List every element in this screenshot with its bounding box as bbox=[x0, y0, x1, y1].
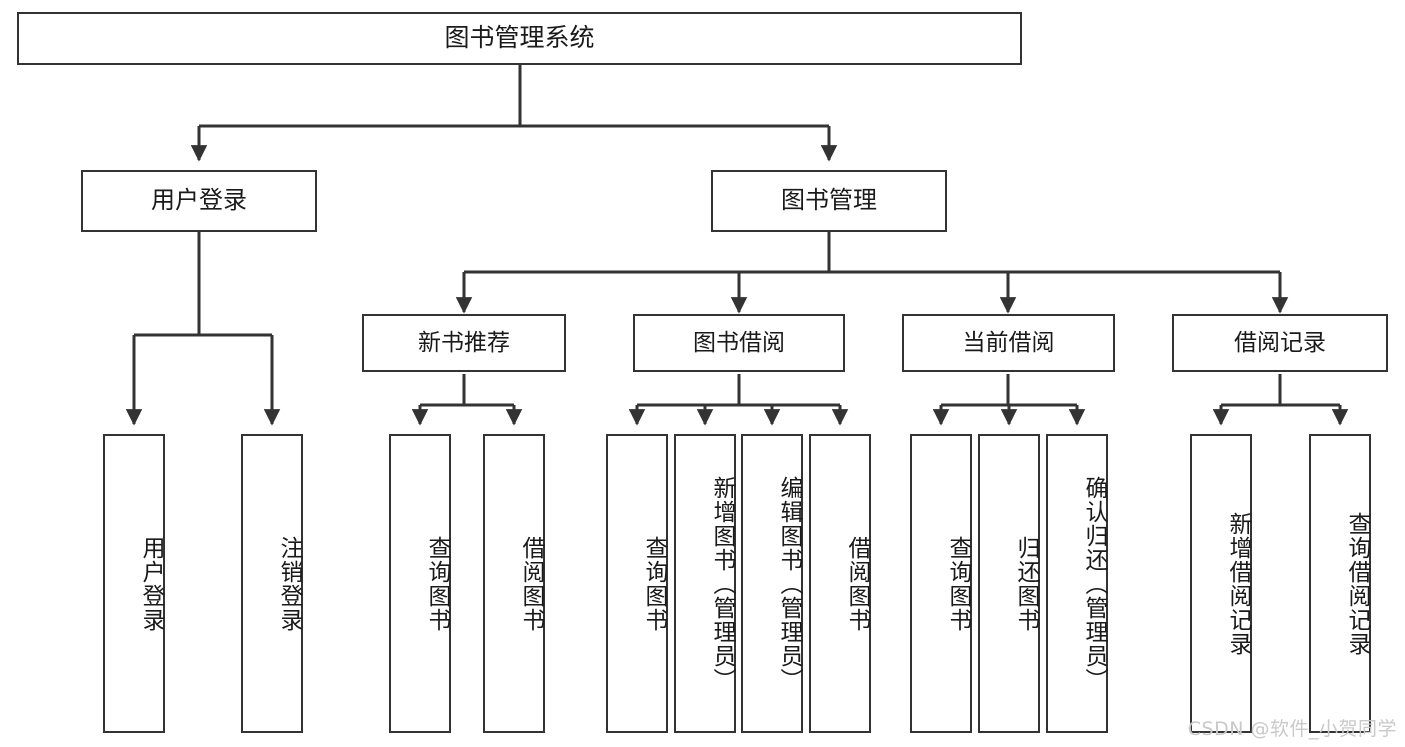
leaf-logout[interactable]: 注销登录 bbox=[241, 434, 303, 733]
node-book-borrow[interactable]: 图书借阅 bbox=[633, 314, 845, 372]
node-user-login[interactable]: 用户登录 bbox=[81, 170, 317, 232]
leaf-query-book-current[interactable]: 查询图书 bbox=[910, 434, 972, 733]
leaf-query-borrow-record[interactable]: 查询借阅记录 bbox=[1309, 434, 1371, 733]
leaf-add-borrow-record[interactable]: 新增借阅记录 bbox=[1190, 434, 1252, 733]
leaf-edit-book-admin[interactable]: 编辑图书（管理员） bbox=[741, 434, 803, 733]
node-current-borrow[interactable]: 当前借阅 bbox=[902, 314, 1115, 372]
csdn-watermark: CSDN @软件_小贺同学 bbox=[1187, 718, 1397, 740]
leaf-return-book[interactable]: 归还图书 bbox=[978, 434, 1040, 733]
leaf-add-book-admin[interactable]: 新增图书（管理员） bbox=[674, 434, 736, 733]
leaf-borrow-book[interactable]: 借阅图书 bbox=[809, 434, 871, 733]
node-new-book-recommend[interactable]: 新书推荐 bbox=[362, 314, 566, 372]
leaf-user-login[interactable]: 用户登录 bbox=[103, 434, 165, 733]
leaf-borrow-book-recommend[interactable]: 借阅图书 bbox=[483, 434, 545, 733]
node-borrow-record[interactable]: 借阅记录 bbox=[1172, 314, 1388, 372]
node-book-manage[interactable]: 图书管理 bbox=[711, 170, 947, 232]
node-system-root[interactable]: 图书管理系统 bbox=[17, 12, 1022, 65]
leaf-query-book-recommend[interactable]: 查询图书 bbox=[389, 434, 451, 733]
leaf-query-book-borrow[interactable]: 查询图书 bbox=[606, 434, 668, 733]
leaf-confirm-return-admin[interactable]: 确认归还（管理员） bbox=[1046, 434, 1108, 733]
